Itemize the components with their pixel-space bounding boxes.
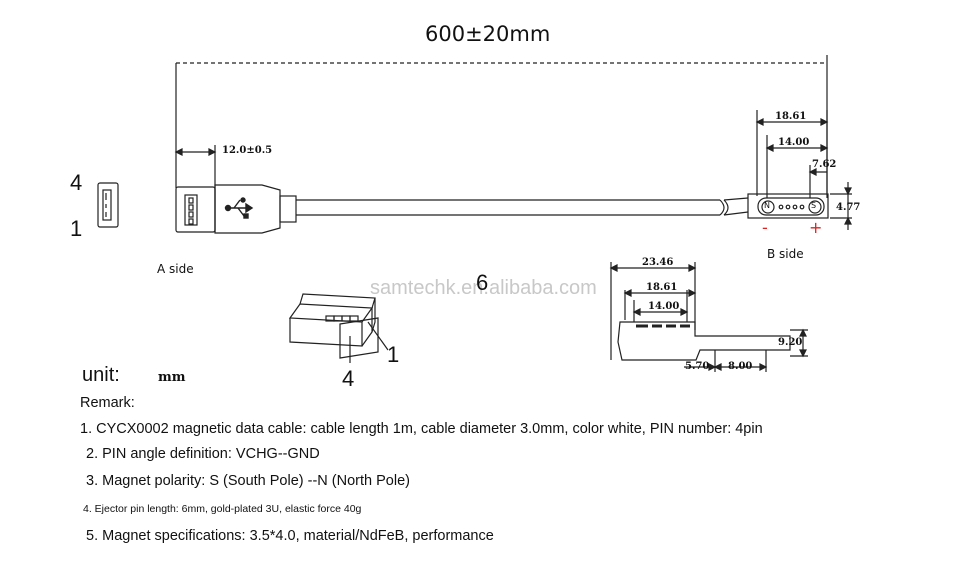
b-dim-7-62-label: 7.62 [812,159,837,170]
a-offset-arrow-right [208,148,217,156]
side-dim-14-00-label: 14.00 [648,301,680,312]
pole-s-marker [808,200,822,214]
a-offset-label: 12.0±0.5 [222,145,273,156]
a-side-label: A side [157,262,194,276]
side-body [617,321,791,361]
strain-relief [279,195,297,223]
cable-break [719,199,729,216]
b-magnet-face [757,197,825,216]
b-dim-14-00-label: 14.00 [778,137,810,148]
overall-length-label: 600±20mm [425,22,551,46]
side-dim-8-00-label: 8.00 [728,361,753,372]
leader-pin1 [367,321,389,351]
watermark: samtechk.en.alibaba.com [370,277,597,299]
pin4-plug-label: 4 [342,366,355,391]
b-dim-4-77-label: 4.77 [836,202,861,213]
remark-item-1: 1. CYCX0002 magnetic data cable: cable l… [80,421,763,437]
a-offset-arrow-left [174,148,183,156]
pin4-left-label: 4 [70,170,83,195]
remark-heading: Remark: [80,395,135,411]
minus-marker: - [762,218,768,237]
remark-item-5: 5. Magnet specifications: 3.5*4.0, mater… [86,528,494,544]
unit-value: mm [158,370,186,385]
usb-a-overmold [214,184,281,234]
plus-marker: + [809,218,823,237]
usb-logo-icon [224,197,254,219]
remark-item-4: 4. Ejector pin length: 6mm, gold-plated … [83,503,362,515]
remark-item-3: 3. Magnet polarity: S (South Pole) --N (… [86,473,410,489]
side-dim-18-61-label: 18.61 [646,282,678,293]
side-dim-23-46-label: 23.46 [642,257,674,268]
remark-item-2: 2. PIN angle definition: VCHG--GND [86,446,320,462]
pin1-plug-label: 1 [387,342,400,367]
b-dim-18-61-label: 18.61 [775,111,807,122]
b-side-label: B side [767,247,804,261]
side-dim-5-70-label: 5.70 [685,361,710,372]
side-dim-9-20-label: 9.20 [778,337,803,348]
pin1-left-label: 1 [70,216,83,241]
b-connector-body [747,193,829,219]
usb-a-tongue [184,194,198,226]
pole-n-label: N [764,201,770,210]
usb-face-icon-outer [97,182,119,228]
pole-s-label: S [811,201,817,210]
pole-n-marker [761,200,775,214]
usb-face-icon-inner [102,189,112,221]
part6-label: 6 [476,270,489,295]
unit-label: unit: [82,364,120,386]
usb-plug-iso [288,293,389,363]
